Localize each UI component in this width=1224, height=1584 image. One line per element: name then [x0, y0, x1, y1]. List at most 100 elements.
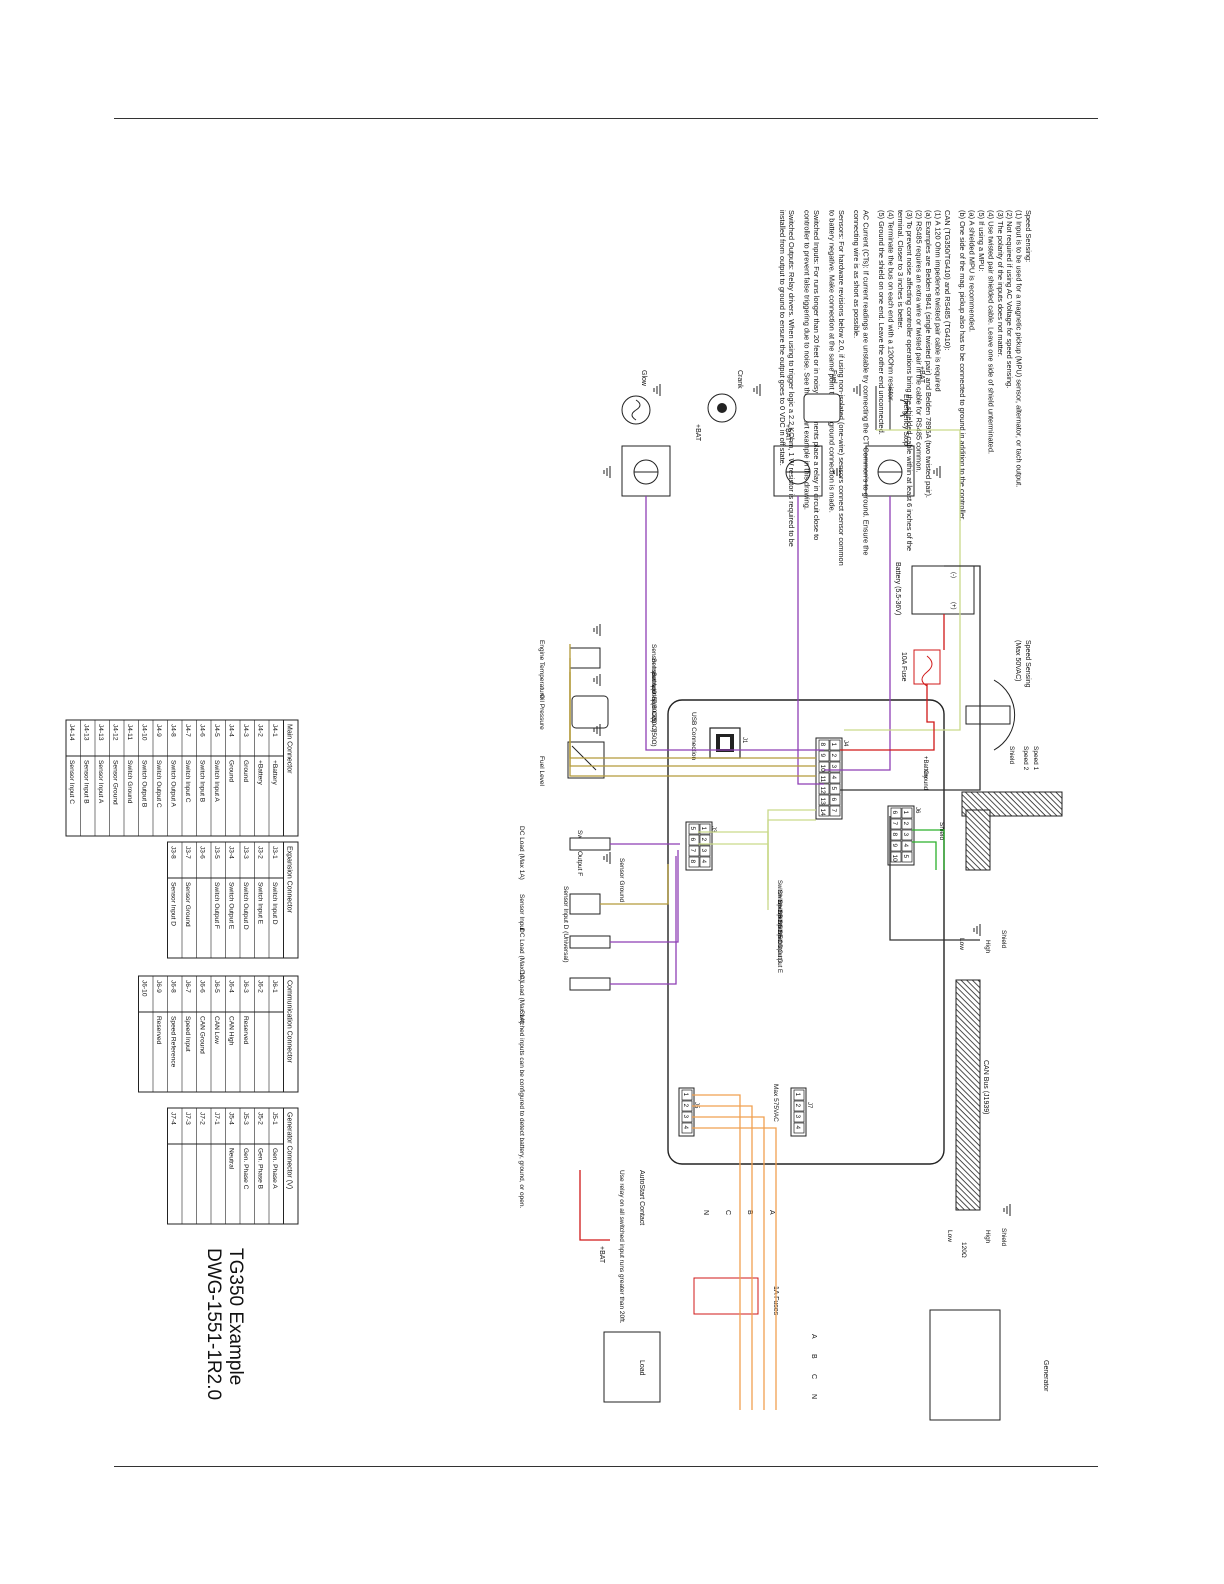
engine-temp-label: Engine Temperature [538, 640, 545, 699]
note-line: connecting wire is as short as possible. [852, 210, 861, 338]
sensor-input-label: Sensor Input [518, 894, 525, 931]
table-function: Reserved [242, 1016, 249, 1045]
fuel-label: Fuel [830, 370, 837, 384]
table-pin: J3-5 [213, 846, 220, 859]
r120-label: 120Ω [960, 1242, 967, 1258]
table-function: CAN High [228, 1016, 235, 1046]
wire [698, 843, 769, 910]
max575-label: Max 575VAC [772, 1084, 779, 1122]
note-line: Switched Outputs: Relay drivers. When us… [787, 210, 796, 547]
connector-table: Main ConnectorJ4-1+BatteryJ4-2+BatteryJ4… [65, 719, 299, 837]
sensor-c-label: Sensor Input C (0 - 750Ω) [650, 672, 657, 747]
speed-sensing-max: (Max 50VAC) [1014, 640, 1021, 682]
wire [692, 1127, 777, 1410]
pin-number: 9 [819, 754, 826, 758]
note-line: CAN (TG350/TG410) and RS485 (TG410): [943, 210, 952, 350]
pin-number: 1 [830, 743, 837, 747]
table-pin: J3-1 [271, 846, 278, 859]
crank-motor: Crank [707, 370, 743, 423]
pin-number: 2 [682, 1104, 689, 1108]
ground-symbol [653, 384, 661, 396]
table-pin: J3-2 [257, 846, 264, 859]
oil-pressure-label: Oil Pressure [538, 694, 545, 730]
table-function: Switch Input B [199, 760, 206, 803]
battery-minus: (-) [950, 572, 956, 578]
pin-number: 12 [819, 787, 826, 795]
note-line: (5) If using a MPU: [977, 210, 986, 272]
sensor-input-d-label: Sensor Input D (Universal) [562, 886, 569, 963]
shield-label-3: Shield [1000, 930, 1007, 948]
table-title: Generator Connector (V) [286, 1112, 293, 1189]
table-pin: J6-6 [199, 980, 206, 993]
table-pin: J5-4 [228, 1112, 235, 1125]
table-pin: J4-5 [213, 724, 220, 737]
wire [579, 1170, 610, 1241]
wire [797, 496, 824, 785]
table-pin: J4-3 [242, 724, 249, 737]
table-pin: J4-2 [257, 724, 264, 737]
drawing-title: TG350 Example [225, 1248, 246, 1385]
note-line: (5) Ground the shield on one end. Leave … [877, 210, 886, 435]
ground-symbol [603, 852, 611, 864]
table-function: Switch Output A [170, 760, 177, 808]
note-line: (3) The polarity of the inputs does not … [996, 210, 1005, 357]
phase-a-2: A [810, 1334, 817, 1339]
pin-number: 2 [902, 822, 909, 826]
fuel-level-sensor: Fuel Level [538, 741, 605, 787]
j7-label: J7 [806, 1102, 812, 1109]
note-line: Switched Inputs: For runs longer than 20… [812, 210, 821, 540]
table-function: Gen. Phase B [257, 1148, 264, 1190]
ground-label: Ground [922, 770, 928, 790]
battery-plus: (+) [950, 602, 956, 610]
table-function: Switch Input A [213, 760, 220, 802]
pin-number: 2 [830, 754, 837, 758]
table-function: Neutral [228, 1148, 235, 1170]
table-pin: J6-7 [184, 980, 191, 993]
pin-number: 4 [682, 1126, 689, 1130]
table-function: Ground [228, 760, 235, 782]
table-pin: J3-6 [199, 846, 206, 859]
wire [912, 841, 937, 870]
table-pin: J6-4 [228, 980, 235, 993]
note-line: (4) Terminate the bus on each end with a… [886, 210, 895, 402]
ground-symbol [973, 924, 981, 936]
table-function: Sensor Input A [97, 760, 104, 804]
note-line: (1) A 120 Ohm impedence twisted pair cab… [933, 210, 942, 392]
can-low-label: Low [958, 938, 965, 950]
table-pin: J4-13 [83, 724, 90, 741]
dc-load-label-2: DC Load (Max 1A) [518, 928, 525, 982]
glow-label: Glow [640, 370, 647, 387]
pin-number: 1 [700, 827, 707, 831]
pin-number: 4 [902, 844, 909, 848]
pin-number: 5 [830, 787, 837, 791]
dc-load-label-3: DC Load (Max 1A) [518, 970, 525, 1024]
wire [912, 829, 945, 870]
table-function: Sensor Input D [170, 882, 177, 926]
fuel-level-label: Fuel Level [538, 756, 545, 787]
pin-number: 5 [902, 855, 909, 859]
table-pin: J5-1 [271, 1112, 278, 1125]
fuses-1a [693, 1277, 759, 1315]
table-function: Switch Input E [257, 882, 264, 925]
switch-input-d-label: Switch Input D [776, 910, 782, 949]
switch-input-e-label: Switch Input E [776, 900, 782, 938]
pin-number: 4 [830, 776, 837, 780]
j1-label: J1 [741, 737, 747, 744]
pin-number: 6 [689, 838, 696, 842]
table-function: Ground [242, 760, 249, 782]
phase-c-1: C [724, 1210, 731, 1215]
wire [767, 819, 816, 890]
sensor-b-label: Sensor Input B (0 - 750Ω) [650, 658, 657, 732]
table-pin: J6-10 [141, 980, 148, 997]
wire [692, 1094, 741, 1410]
note-line: installed from output to ground to ensur… [778, 210, 787, 466]
table-pin: J7-2 [199, 1112, 206, 1125]
note-line: (a) A shielded MPU is recommended. [968, 210, 977, 332]
switch-input-b-label: Switch Input B [776, 880, 782, 918]
dc-load-label-1: DC Load (Max 1A) [518, 826, 525, 880]
crank-label: Crank [736, 370, 743, 389]
table-function: Switch Ground [126, 760, 133, 804]
wire [569, 672, 816, 777]
note-line: Speed Sensing: [1024, 210, 1033, 262]
